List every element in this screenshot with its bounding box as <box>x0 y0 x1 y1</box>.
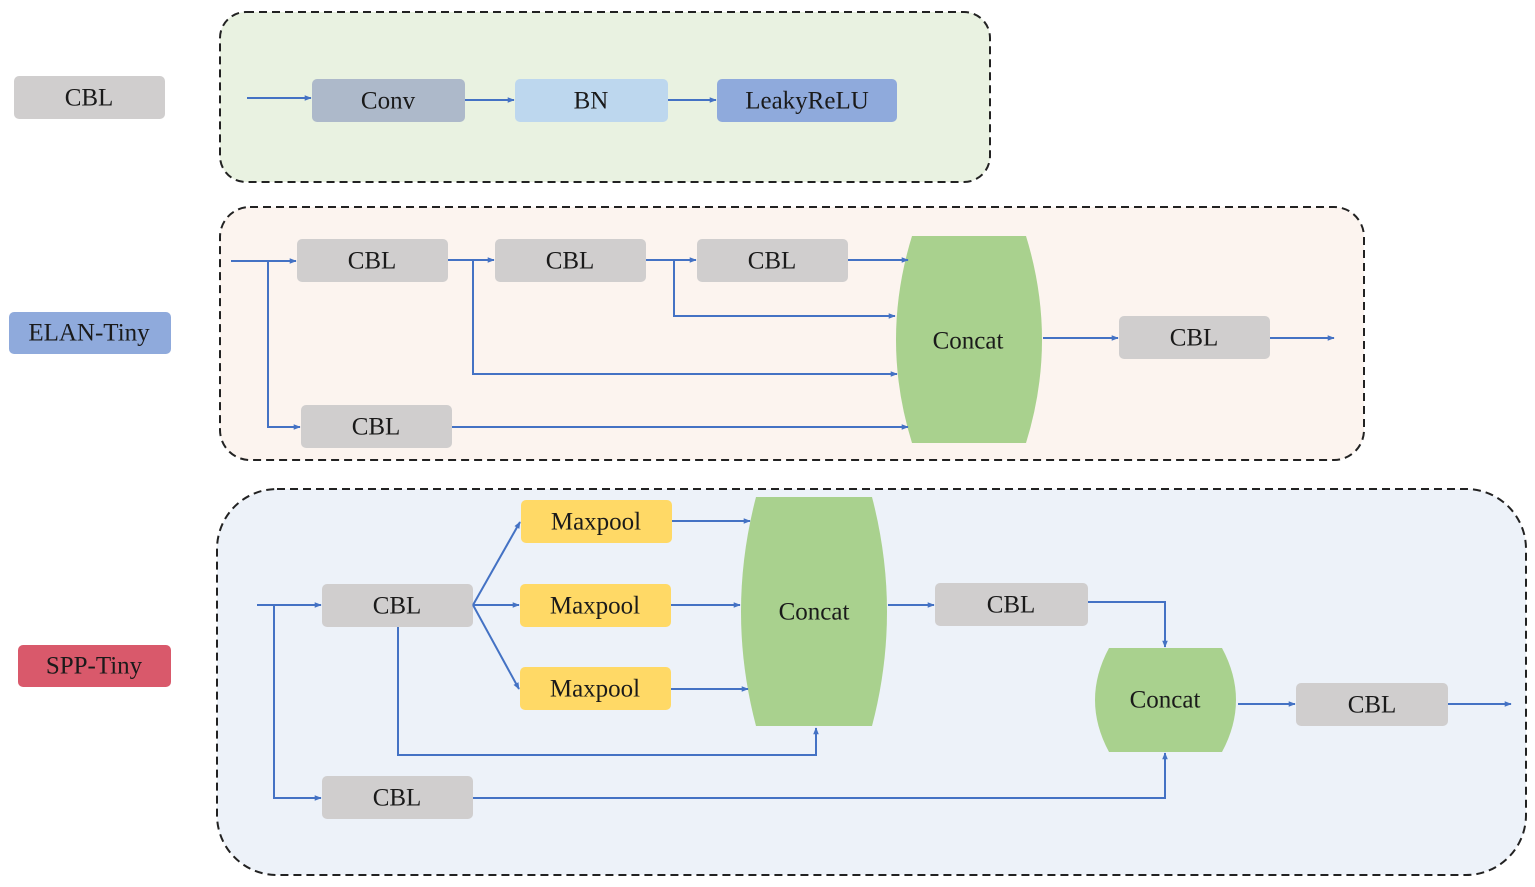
elan-cbl-3-label: CBL <box>748 248 797 275</box>
spp-cbl-out-label: CBL <box>1348 692 1397 719</box>
spp-cbl-in-label: CBL <box>373 593 422 620</box>
spp-maxpool-1-node: Maxpool <box>521 500 672 543</box>
elan-cbl-bottom-label: CBL <box>352 414 401 441</box>
spp-maxpool-1-label: Maxpool <box>551 509 641 536</box>
spp-cbl-bottom-node: CBL <box>322 776 473 819</box>
elan-cbl-bottom-node: CBL <box>301 405 452 448</box>
elan-cbl-out-node: CBL <box>1119 316 1270 359</box>
spp-cbl-mid-node: CBL <box>935 583 1088 626</box>
spp-concat-1-label: Concat <box>779 599 850 626</box>
leakyrelu-label: LeakyReLU <box>745 88 869 115</box>
elan-cbl-1-node: CBL <box>297 239 448 282</box>
elan-panel-edges <box>231 257 1335 430</box>
elan-cbl-1-label: CBL <box>348 248 397 275</box>
spp-cbl-mid-label: CBL <box>987 592 1036 619</box>
elan-cbl-3-node: CBL <box>697 239 848 282</box>
cbl-panel-edges <box>247 95 717 103</box>
elan-cbl-out-label: CBL <box>1170 325 1219 352</box>
elan-concat-label: Concat <box>933 328 1004 355</box>
spp-maxpool-2-node: Maxpool <box>520 584 671 627</box>
spp-concat-1-node: Concat <box>741 497 887 726</box>
bn-label: BN <box>574 88 609 115</box>
elan-concat-node: Concat <box>896 236 1042 443</box>
spp-maxpool-2-label: Maxpool <box>550 593 640 620</box>
legend-spp-tiny-label: SPP-Tiny <box>46 653 143 680</box>
legend-elan-tiny-label: ELAN-Tiny <box>28 320 150 347</box>
spp-concat-2-label: Concat <box>1130 687 1201 714</box>
elan-cbl-2-node: CBL <box>495 239 646 282</box>
legend-spp-tiny: SPP-Tiny <box>18 645 171 687</box>
elan-cbl-2-label: CBL <box>546 248 595 275</box>
spp-maxpool-3-label: Maxpool <box>550 676 640 703</box>
spp-maxpool-3-node: Maxpool <box>520 667 671 710</box>
spp-panel-edges <box>257 518 1512 801</box>
spp-cbl-in-node: CBL <box>322 584 473 627</box>
spp-cbl-bottom-label: CBL <box>373 785 422 812</box>
legend-cbl-label: CBL <box>65 85 114 112</box>
bn-node: BN <box>515 79 668 122</box>
leakyrelu-node: LeakyReLU <box>717 79 897 122</box>
legend-cbl: CBL <box>14 76 165 119</box>
spp-concat-2-node: Concat <box>1095 648 1236 752</box>
conv-node: Conv <box>312 79 465 122</box>
spp-cbl-out-node: CBL <box>1296 683 1448 726</box>
conv-label: Conv <box>361 88 416 115</box>
legend-elan-tiny: ELAN-Tiny <box>9 312 171 354</box>
